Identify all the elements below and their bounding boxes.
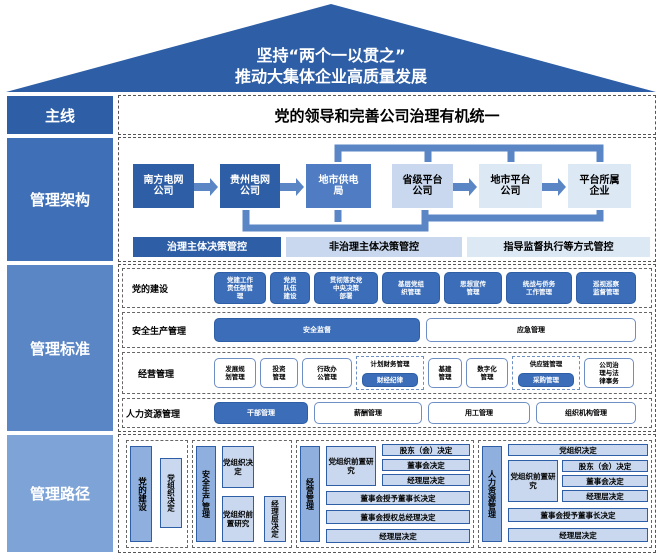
party-item-5: 思想宣传 管理: [444, 272, 502, 304]
hr-item-1: 干部管理: [214, 402, 308, 424]
path-safety-title: 安全生产管理: [196, 446, 216, 542]
operation-item-9: 采购管理: [518, 373, 574, 387]
operation-item-7: 数字化 管理: [466, 358, 508, 388]
node-platform-enterprise: 平台所属 企业: [568, 164, 631, 208]
path-operation-manager-2: 经理层决定: [326, 529, 470, 543]
hr-item-2: 薪酬管理: [314, 402, 422, 424]
path-hr-shareholder: 股东（会）决定: [562, 460, 648, 472]
operation-supply-group: [512, 356, 580, 390]
row-label-mainline: 主线: [6, 95, 114, 135]
node-city-bureau: 地市供电 局: [306, 164, 371, 208]
path-party-group: [126, 440, 188, 548]
operation-item-5: 财经纪律: [362, 373, 418, 387]
safety-item-2: 应急管理: [426, 318, 636, 342]
party-item-4: 基层党组 织管理: [382, 272, 440, 304]
path-operation-manager: 经理层决定: [382, 474, 470, 486]
path-operation-title: 经营管理: [300, 446, 320, 542]
path-operation-gm: 董事会授权总经理决定: [326, 510, 470, 524]
path-hr-board: 董事会决定: [562, 475, 648, 487]
safety-item-1: 安全监督: [214, 318, 420, 342]
operation-item-6: 基建 管理: [428, 358, 462, 388]
party-item-2: 党员 队伍 建设: [270, 272, 310, 304]
row-label-standards: 管理标准: [6, 264, 114, 432]
operation-item-1: 发展规 划管理: [214, 358, 256, 388]
hr-item-4: 组织机构管理: [536, 402, 636, 424]
operation-item-8: 供应链管理: [514, 358, 578, 370]
path-safety-manager-decision: 经理层决定: [264, 496, 286, 542]
row-label-path: 管理路径: [6, 434, 114, 553]
operation-finance-group: [356, 356, 424, 390]
roof-shape: [6, 4, 656, 92]
bar-governance-control: 治理主体决策管控: [133, 237, 281, 257]
node-city-platform: 地市平台 公司: [479, 164, 542, 208]
row-label-structure: 管理架构: [6, 137, 114, 262]
path-hr-title: 人力资源管理: [482, 446, 502, 542]
node-provincial-platform: 省级平台 公司: [392, 164, 453, 208]
standard-safety-title: 安全生产管理: [132, 326, 187, 337]
node-csg: 南方电网 公司: [133, 164, 194, 208]
path-hr-manager-2: 经理层决定: [508, 528, 648, 542]
standard-operation-title: 经营管理: [138, 369, 175, 380]
operation-item-3: 行政办 公管理: [302, 358, 352, 388]
path-safety-group: [192, 440, 292, 548]
standard-hr-title: 人力资源管理: [126, 409, 181, 420]
mainline-content: 党的领导和完善公司治理有机统一: [118, 95, 656, 135]
roof-title-line2: 推动大集体企业高质量发展: [234, 67, 427, 86]
path-safety-party-decision: 党组织决定: [222, 446, 254, 488]
party-item-1: 党建工作 责任制管 理: [214, 272, 266, 304]
path-party-title: 党的建设: [130, 446, 152, 542]
path-party-decision: 党组织决定: [160, 458, 182, 528]
party-item-7: 巡视巡察 监督管理: [576, 272, 636, 304]
bar-guidance-supervision: 指导监督执行等方式管控: [467, 237, 650, 257]
path-hr-manager: 经理层决定: [562, 490, 648, 502]
standard-hr-panel: [122, 398, 652, 428]
standard-party-panel: [122, 268, 652, 308]
standard-safety-panel: [122, 312, 652, 348]
operation-item-4: 计划财务管理: [358, 358, 422, 370]
path-safety-party-preresearch: 党组织前置研究: [222, 496, 254, 542]
path-hr-chairman: 董事会授予董事长决定: [508, 508, 648, 522]
roof-title-line1: 坚持“两个一以贯之”: [256, 46, 406, 65]
party-item-3: 贯彻落实党 中央决策 部署: [314, 272, 378, 304]
path-operation-shareholder: 股东（会）决定: [382, 444, 470, 456]
path-hr-party-decision: 党组织决定: [508, 444, 648, 456]
path-hr-party-preresearch: 党组织前置研究: [508, 460, 558, 502]
path-operation-chairman: 董事会授予董事长决定: [326, 491, 470, 505]
bar-non-governance-control: 非治理主体决策管控: [286, 237, 462, 257]
hr-item-3: 用工管理: [428, 402, 530, 424]
path-operation-party-preresearch: 党组织前置研究: [326, 446, 376, 486]
operation-item-10: 公司治 理与法 律事务: [584, 358, 634, 388]
party-item-6: 统战与侨务 工作管理: [506, 272, 572, 304]
path-hr-group: [478, 440, 652, 548]
standard-operation-panel: [122, 352, 652, 394]
path-operation-board: 董事会决定: [382, 459, 470, 471]
standard-party-title: 党的建设: [132, 284, 169, 295]
operation-item-2: 投资 管理: [260, 358, 298, 388]
node-guizhou-grid: 贵州电网 公司: [220, 164, 280, 208]
path-operation-group: [296, 440, 474, 548]
